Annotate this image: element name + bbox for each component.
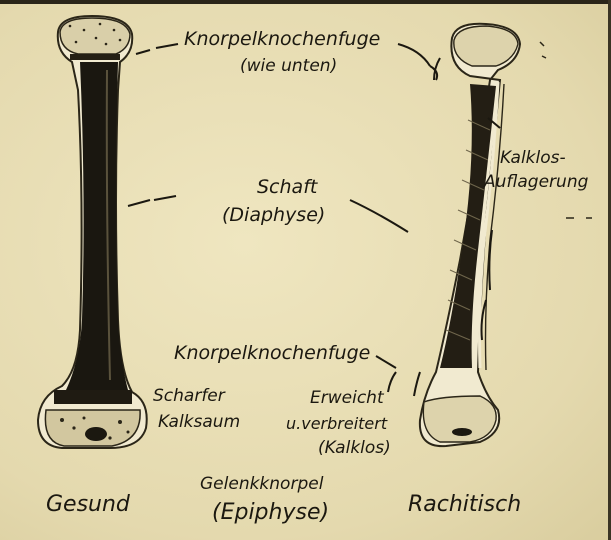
label-verbreitert: u.verbreitert [286, 416, 387, 432]
healthy-upper-epiphysis [60, 18, 130, 54]
label-kalklos: (Kalklos) [318, 440, 391, 457]
label-diaphyse: (Diaphyse) [222, 206, 325, 225]
healthy-diaphysis [66, 62, 128, 390]
label-scharfer: Scharfer [153, 388, 225, 405]
label-gesund: Gesund [46, 494, 130, 516]
label-knorpelknochenfuge-bottom: Knorpelknochenfuge [174, 344, 370, 363]
rachitic-upper-epiphysis [454, 26, 518, 66]
healthy-lower-growth-plate [54, 390, 132, 404]
healthy-bone [38, 16, 147, 448]
label-kalksaum: Kalksaum [158, 414, 240, 431]
label-knorpelknochenfuge-top: Knorpelknochenfuge [184, 30, 380, 49]
healthy-epiphysis-spot [85, 427, 107, 441]
label-auflagerung: Auflagerung [484, 174, 588, 191]
label-gelenkknorpel: Gelenkknorpel [200, 476, 323, 493]
label-wie-unten: (wie unten) [240, 58, 337, 75]
label-rachitisch: Rachitisch [408, 494, 521, 516]
rachitic-bone [420, 24, 592, 446]
label-schaft: Schaft [257, 178, 317, 197]
label-erweicht: Erweicht [310, 390, 384, 407]
label-kalklos-1: Kalklos- [500, 150, 566, 167]
healthy-upper-growth-plate [70, 54, 120, 60]
rachitic-epiphysis-spot [452, 428, 472, 436]
label-epiphyse: (Epiphyse) [212, 502, 329, 524]
